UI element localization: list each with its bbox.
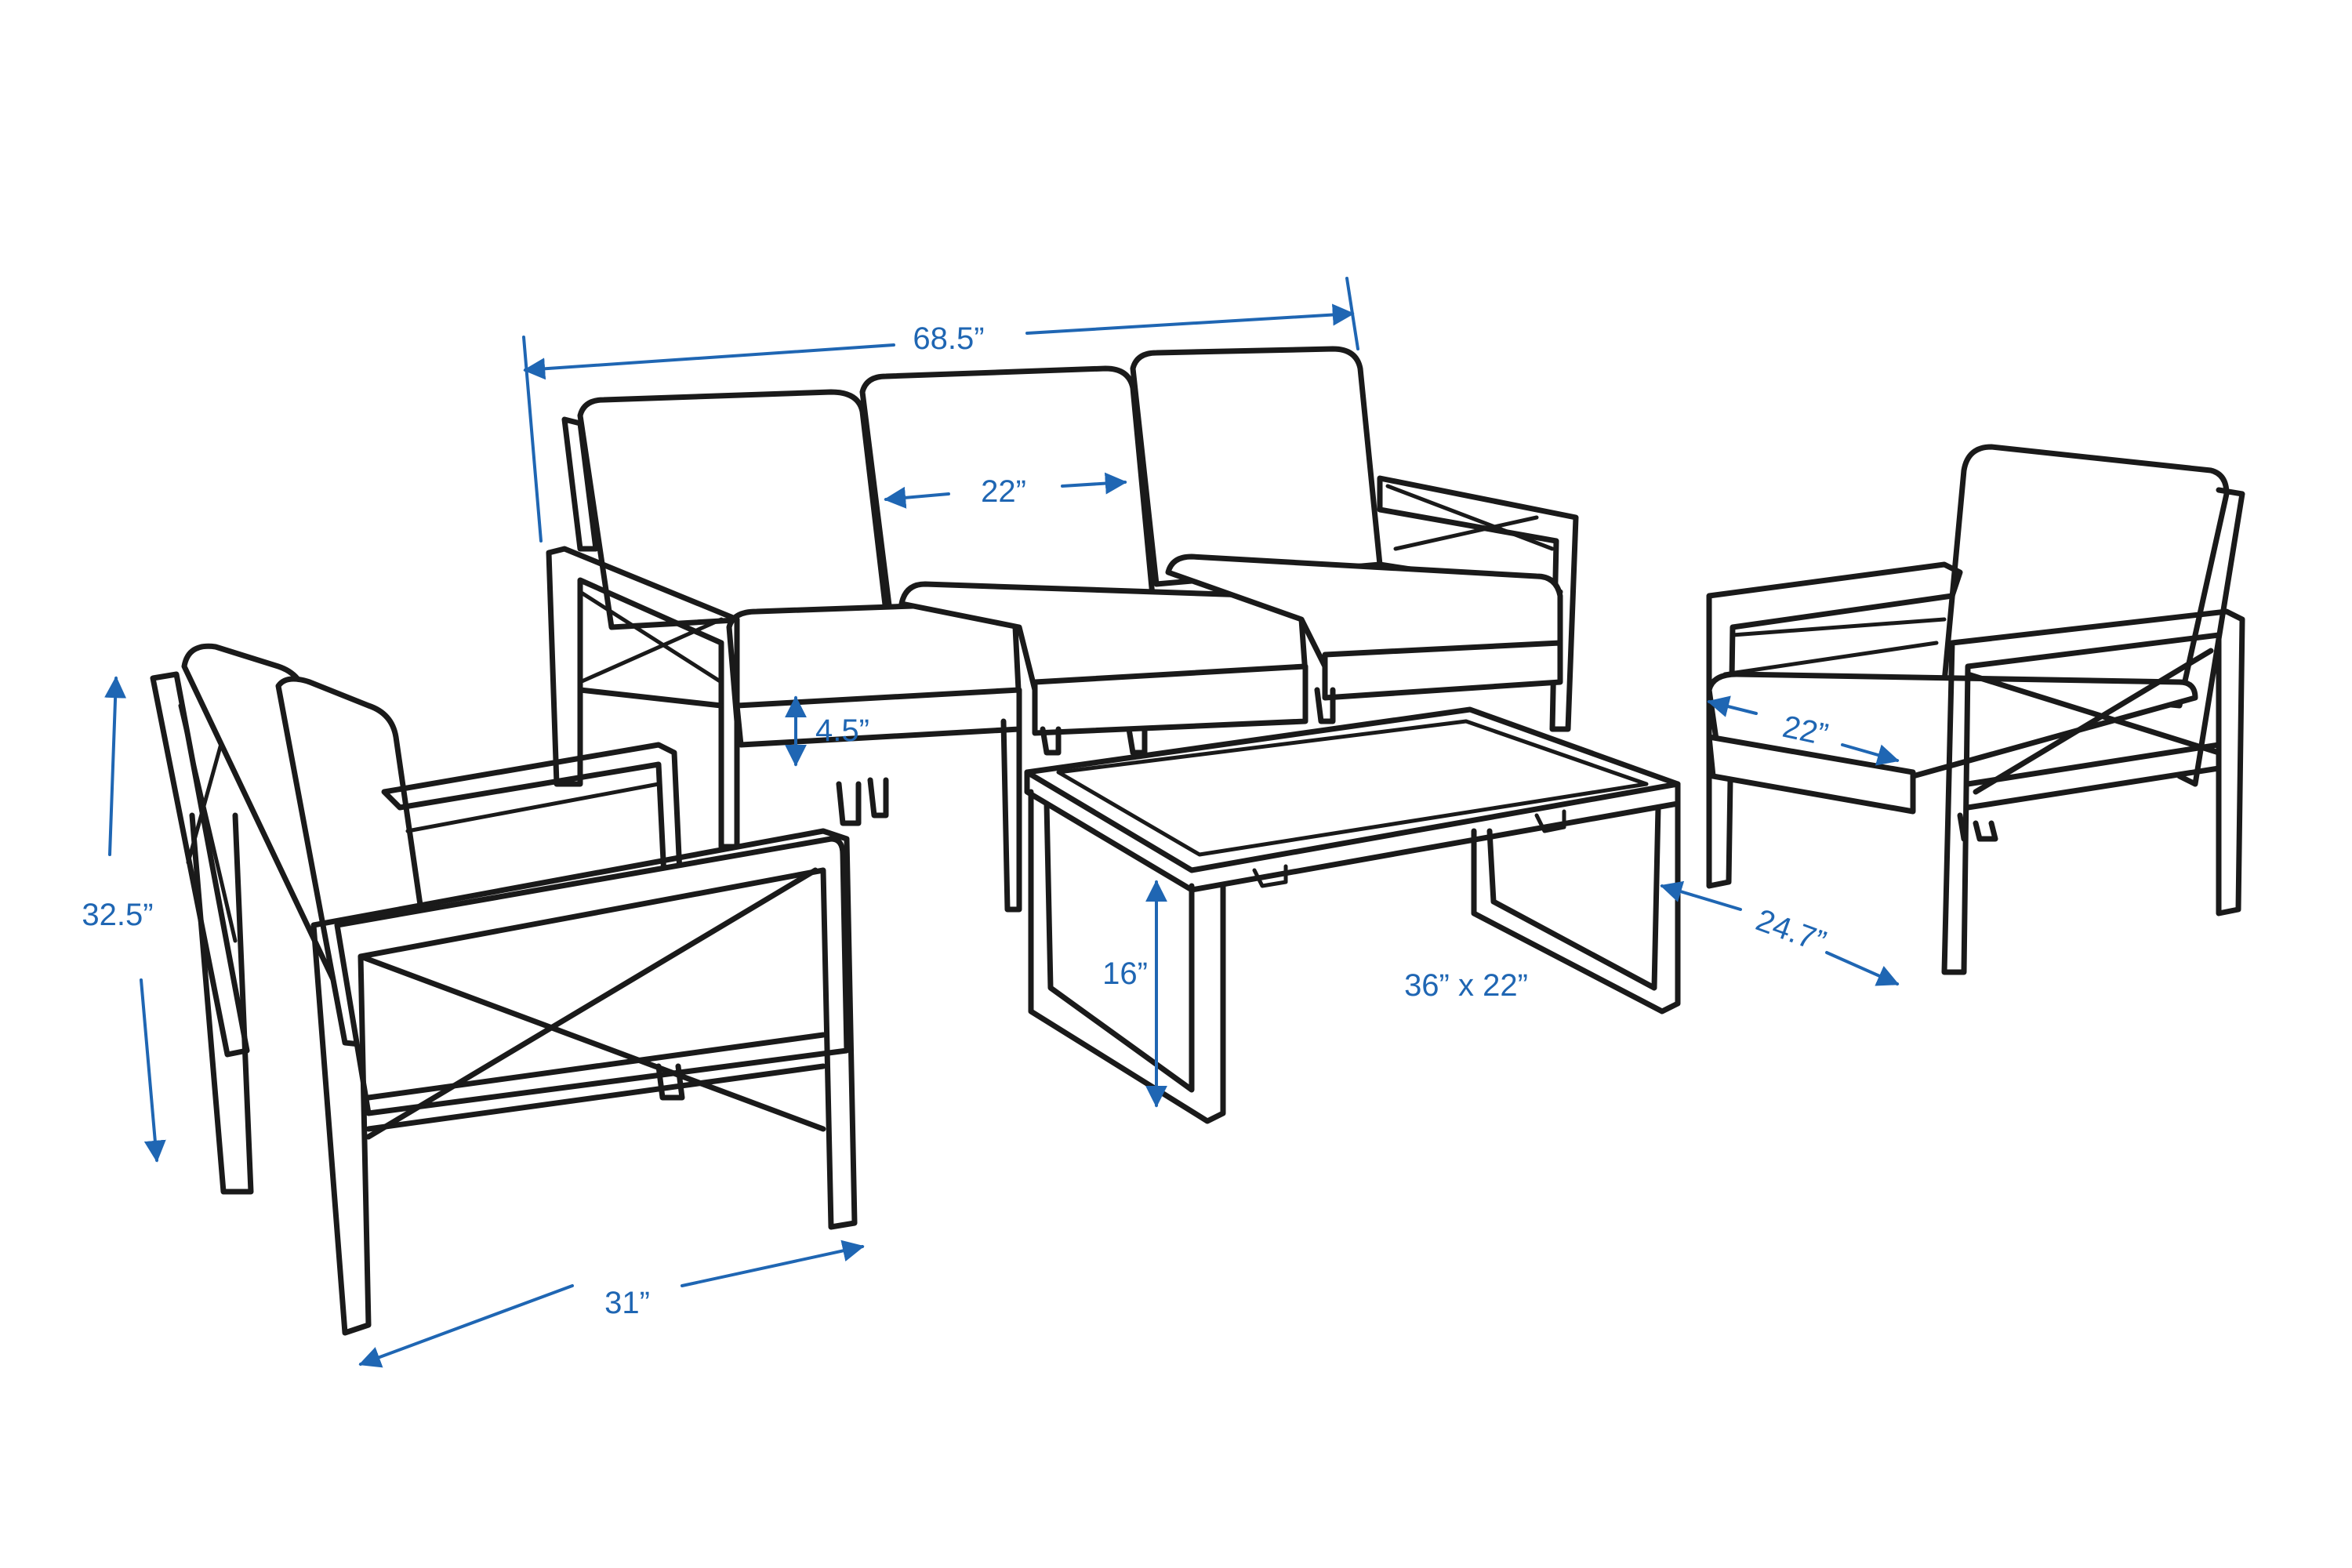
sofa-back-cushion-right xyxy=(1130,346,1383,587)
right-chair-side-frame xyxy=(1941,608,2245,975)
right-depth-arrow-left xyxy=(1660,880,1742,911)
chair-width-arrow-right xyxy=(681,1240,865,1287)
right-chair-drawing xyxy=(1706,444,2245,975)
dimension-labels: 68.5” 22” 4.5” 32.5” 31” 16” 36” x 22” 2… xyxy=(82,321,1831,1320)
label-sofa-seat-width: 22” xyxy=(981,474,1026,509)
left-chair-drawing xyxy=(150,643,858,1336)
label-table-size: 36” x 22” xyxy=(1404,968,1528,1003)
chair-width-arrow-left xyxy=(358,1284,574,1368)
left-chair-front-frame xyxy=(310,828,858,1336)
sofa-back-cushion-left xyxy=(577,389,889,630)
right-seat-width-arrow-left xyxy=(1707,695,1758,717)
sofa-width-arrow-right xyxy=(1025,303,1355,335)
coffee-table-drawing xyxy=(1024,706,1681,1124)
label-cushion-thickness: 4.5” xyxy=(815,713,869,748)
sofa-seat-cushion-right xyxy=(1165,554,1563,670)
label-chair-height: 32.5” xyxy=(82,898,153,932)
dimension-annotations xyxy=(104,277,1900,1368)
label-table-height: 16” xyxy=(1102,956,1148,991)
seat-width-arrow-left xyxy=(884,486,950,509)
chair-height-arrow-top xyxy=(104,676,127,856)
sofa-drawing xyxy=(546,346,1579,913)
sofa-width-arrow-left xyxy=(523,343,895,380)
label-right-chair-depth: 24.7” xyxy=(1751,903,1831,960)
right-depth-arrow-right xyxy=(1825,951,1900,986)
label-chair-width: 31” xyxy=(604,1286,650,1320)
chair-height-arrow-bottom xyxy=(140,978,166,1163)
sofa-left-arm xyxy=(546,546,740,850)
seat-width-arrow-right xyxy=(1061,472,1127,495)
label-sofa-width: 68.5” xyxy=(913,321,984,356)
right-seat-width-arrow-right xyxy=(1841,743,1900,766)
